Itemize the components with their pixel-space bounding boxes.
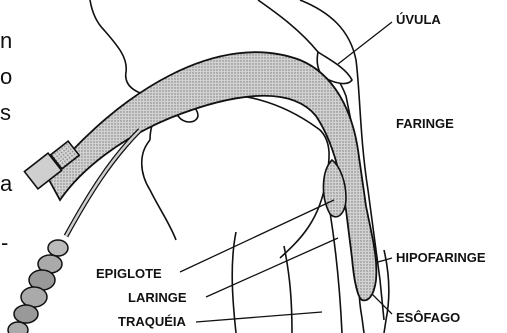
leader-epiglote	[180, 200, 334, 272]
leader-laringe	[206, 238, 338, 297]
label-laringe: LARINGE	[128, 290, 187, 305]
leader-traqueia	[196, 312, 322, 322]
label-traqueia: TRAQUÉIA	[118, 314, 187, 329]
label-uvula: ÚVULA	[396, 12, 441, 27]
rope-coil	[8, 240, 68, 333]
lower-jaw-outline	[142, 140, 176, 240]
label-epiglote: EPIGLOTE	[96, 266, 162, 281]
tongue-outline	[150, 94, 329, 258]
label-esofago: ESÔFAGO	[396, 310, 460, 325]
trachea-back-outline	[330, 212, 342, 333]
label-hipofaringe: HIPOFARINGE	[396, 250, 486, 265]
leader-uvula	[338, 22, 392, 64]
label-faringe: FARINGE	[396, 116, 454, 131]
